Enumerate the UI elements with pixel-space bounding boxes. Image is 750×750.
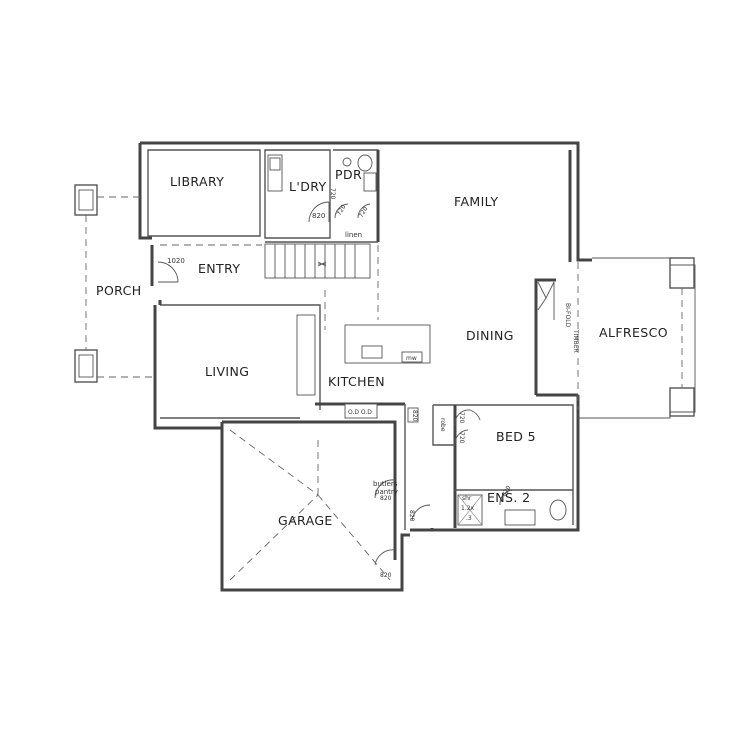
label-door-820-pantry: 820: [380, 495, 392, 502]
label-bifold-1: BI-FOLD: [564, 303, 571, 328]
room-alfresco: ALFRESCO: [599, 325, 668, 340]
label-shower-3: .3: [466, 515, 472, 522]
room-bed5: BED 5: [496, 429, 536, 444]
room-living: LIVING: [205, 364, 249, 379]
room-powder: PDR: [335, 167, 362, 182]
room-dining: DINING: [466, 328, 514, 343]
room-ensuite: ENS. 2: [487, 490, 530, 505]
porch-structure: [74, 184, 155, 383]
label-door-820-bed: 820: [411, 410, 418, 422]
label-butlers: butlers: [373, 480, 398, 488]
label-dishwasher-marks: O.D O.D: [348, 409, 372, 416]
room-library: LIBRARY: [170, 174, 224, 189]
label-door-1020: 1020: [167, 257, 185, 265]
label-microwave: mw: [406, 355, 417, 362]
label-door-720-b: 720: [336, 203, 348, 217]
room-labels: LIBRARY L'DRY PDR FAMILY ENTRY PORCH DIN…: [96, 167, 668, 528]
label-robe: robe: [439, 418, 446, 432]
staircase: [264, 243, 371, 279]
room-laundry: L'DRY: [289, 179, 327, 194]
label-door-720-robe: 720: [458, 412, 465, 424]
label-door-720-a: 720: [329, 188, 336, 200]
alfresco-structure: [537, 257, 696, 419]
exterior-walls: [138, 141, 592, 592]
kitchen-island: [344, 324, 431, 364]
label-pantry: pantry: [375, 488, 398, 496]
room-entry: ENTRY: [198, 261, 240, 276]
label-bifold-2: TIMBER: [572, 329, 579, 353]
label-shower-1: shr: [462, 495, 472, 502]
room-family: FAMILY: [454, 194, 498, 209]
room-garage: GARAGE: [278, 513, 333, 528]
fixtures: [267, 154, 567, 526]
overhead-lines: [160, 244, 379, 330]
label-door-820-ens: 820: [501, 484, 513, 498]
label-door-820-garage-side: 820: [408, 510, 415, 522]
garage-roof-lines: [229, 429, 391, 581]
label-door-720-c: 720: [358, 205, 370, 219]
label-door-820-laundry: 820: [312, 212, 325, 220]
annotations: linen 1020 820 720 720 720 BI-FOLD TIMBE…: [167, 188, 579, 579]
label-door-720-bed: 720: [458, 432, 465, 444]
label-linen: linen: [345, 231, 362, 239]
room-kitchen: KITCHEN: [328, 374, 385, 389]
label-shower-2: 1.2x: [461, 505, 475, 512]
room-porch: PORCH: [96, 283, 142, 298]
label-door-820-garage: 820: [380, 572, 392, 579]
